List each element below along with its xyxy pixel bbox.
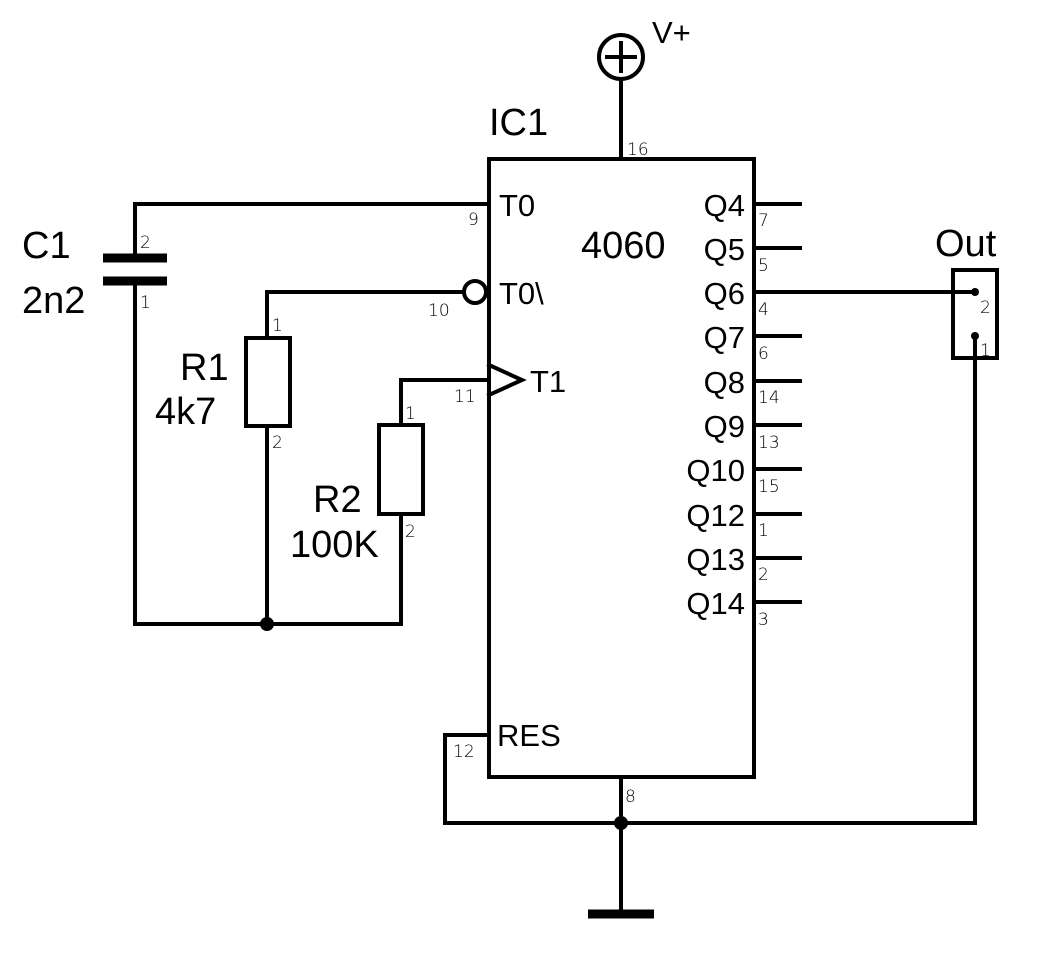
wire-out-ground [619, 334, 977, 825]
ic-pin-label-q7: Q7 [704, 320, 745, 355]
connector-pin-dot [971, 288, 979, 296]
ic-pin-number-9: 9 [468, 210, 479, 230]
r2-value: 100K [290, 524, 379, 566]
ic-pin-label-t0-inv: T0\ [499, 276, 544, 311]
out-pin-bottom: 1 [980, 341, 991, 361]
ic-pin-label-res: RES [497, 718, 561, 753]
ic-pin-inversion-bubble [462, 279, 488, 305]
ic-pin-number-5: 5 [758, 256, 769, 276]
ic-pin-number-14: 14 [758, 388, 780, 408]
ic-output-pins [752, 202, 802, 604]
c1-reference: C1 [22, 225, 71, 267]
output-connector: Out 2 1 [935, 223, 999, 361]
ic-pin-label-q5: Q5 [704, 232, 745, 267]
r1-reference: R1 [180, 347, 229, 389]
capacitor-c1: C1 2n2 2 1 [22, 225, 167, 322]
ic-pin-label-q8: Q8 [704, 365, 745, 400]
ic-pin-label-q12: Q12 [686, 498, 745, 533]
supply-pin-number: 16 [627, 140, 649, 160]
resistor-r2: R2 100K 1 2 [290, 404, 425, 566]
ic-pin-number-1: 1 [758, 521, 769, 541]
r2-pin-bottom: 2 [405, 522, 416, 542]
wire-c1-bottom-node [133, 279, 403, 626]
c1-value: 2n2 [22, 280, 85, 322]
ic-part-number: 4060 [581, 225, 666, 267]
ic-reference: IC1 [489, 102, 548, 144]
supply-label: V+ [652, 15, 691, 50]
ic-pin-label-q4: Q4 [704, 188, 745, 223]
resistor-r1: R1 4k7 1 2 [155, 316, 292, 453]
c1-pin-top: 2 [140, 233, 151, 253]
ic-pin-number-2: 2 [758, 565, 769, 585]
ic-pin-number-6: 6 [758, 344, 769, 364]
ic-pin-number-13: 13 [758, 433, 780, 453]
c1-pin-bottom: 1 [140, 293, 151, 313]
ic-pin-number-4: 4 [758, 300, 769, 320]
ic-pin-label-t0: T0 [499, 188, 535, 223]
ic-pin-number-12: 12 [453, 742, 475, 762]
supply-symbol: V+ 16 [597, 15, 691, 161]
out-label: Out [935, 223, 997, 265]
wires [133, 202, 977, 914]
r1-value: 4k7 [155, 391, 216, 433]
ic-clock-triangle [486, 362, 527, 398]
junction-dot [614, 816, 628, 830]
ic-pin-number-11: 11 [454, 387, 476, 407]
ic-pin-number-15: 15 [758, 477, 780, 497]
ic-pin-number-8: 8 [625, 787, 636, 807]
wire-t1-r2 [399, 378, 491, 427]
ic-pin-label-t1: T1 [530, 364, 566, 399]
ic-4060: IC1 4060 T0 9 T0\ 10 T1 11 RES 12 Q4 7 Q… [428, 102, 802, 807]
connector-pin-dot [971, 332, 979, 340]
ic-pin-number-7: 7 [758, 211, 769, 231]
wire-t0inv-r1 [265, 290, 466, 340]
r1-pin-bottom: 2 [272, 433, 283, 453]
ic-pin-label-q6: Q6 [704, 276, 745, 311]
ic-pin-number-10: 10 [428, 301, 450, 321]
ic-pin-label-q10: Q10 [686, 453, 745, 488]
r2-pin-top: 1 [405, 404, 416, 424]
ic-pin-label-q9: Q9 [704, 409, 745, 444]
ic-pin-label-q14: Q14 [686, 586, 745, 621]
wire-t0-c1 [133, 202, 491, 260]
wire-res-ground [443, 733, 623, 825]
out-pin-top: 2 [980, 298, 991, 318]
r1-pin-top: 1 [272, 316, 283, 336]
ic-pin-number-3: 3 [758, 610, 769, 630]
ic-pin-label-q13: Q13 [686, 542, 745, 577]
junction-dot [260, 617, 274, 631]
r2-reference: R2 [313, 479, 362, 521]
